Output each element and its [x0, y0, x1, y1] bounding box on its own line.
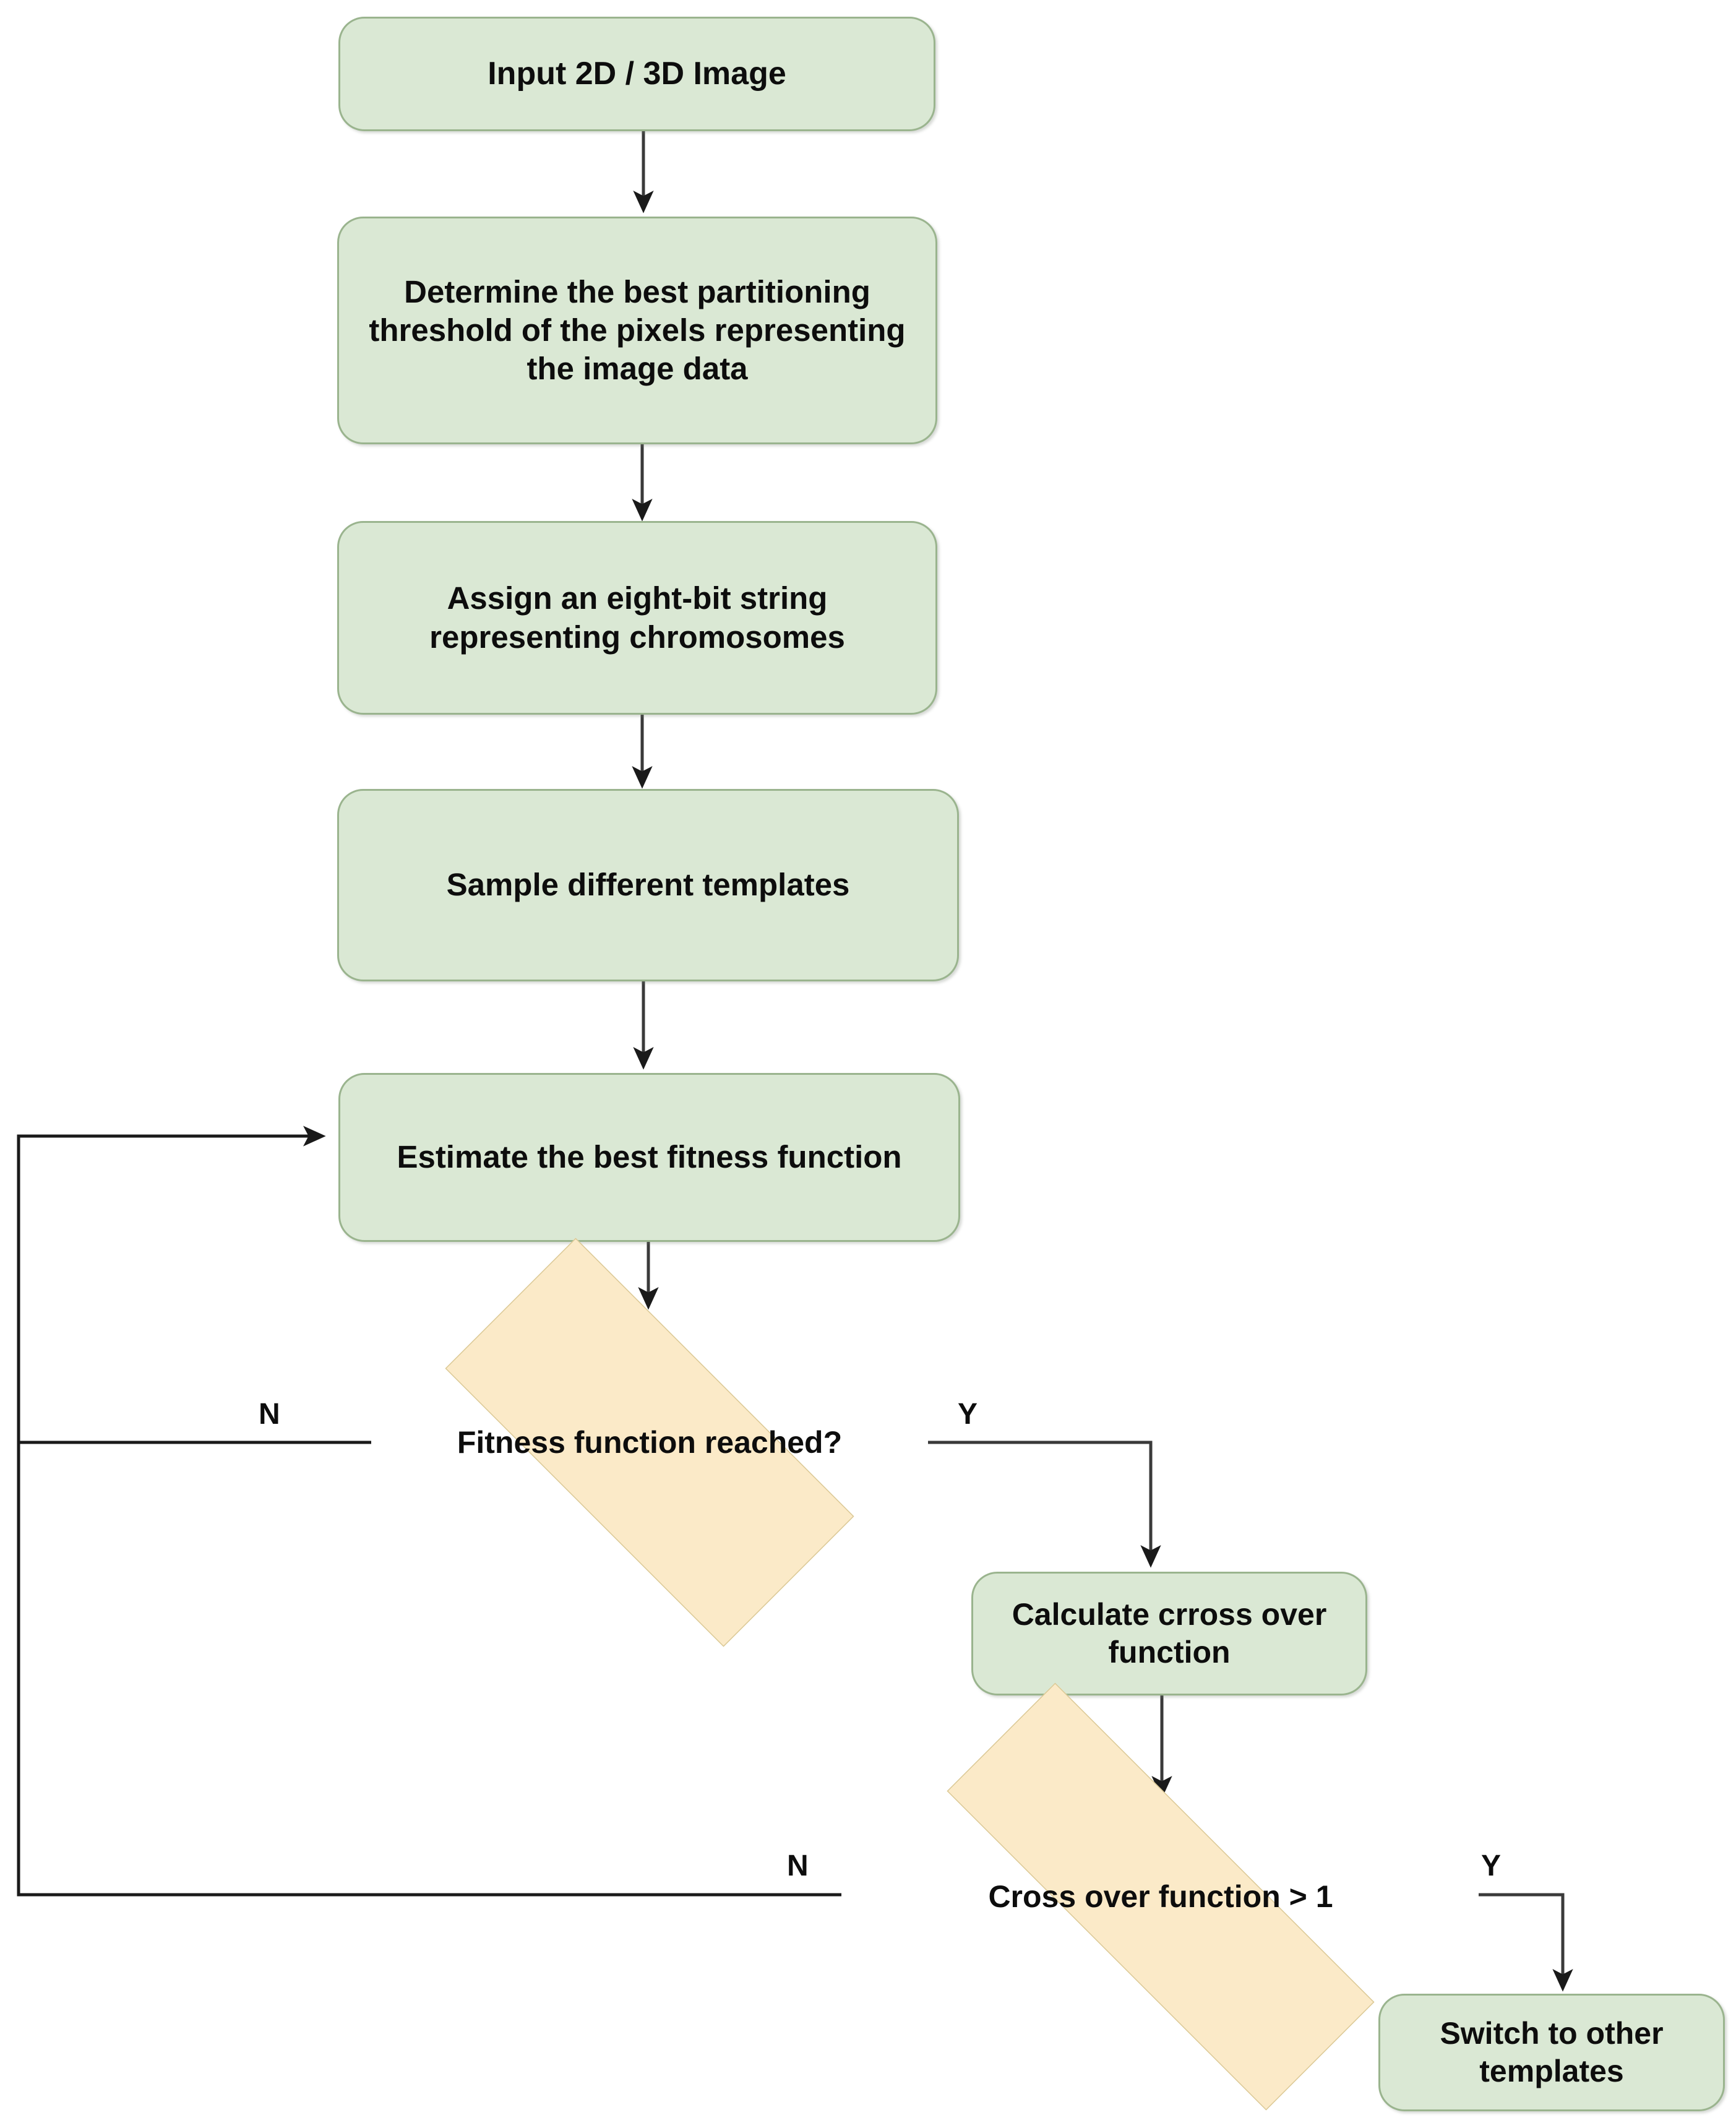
- node-estimate-fitness[interactable]: Estimate the best fitness function: [338, 1073, 960, 1242]
- node-calculate-crossover[interactable]: Calculate crross over function: [971, 1572, 1367, 1695]
- node-assign-chromosomes[interactable]: Assign an eight-bit string representing …: [337, 521, 937, 715]
- node-calculate-crossover-label: Calculate crross over function: [1012, 1597, 1327, 1669]
- node-switch-templates-label: Switch to other templates: [1440, 2016, 1664, 2088]
- node-decision-crossover-gt1-label: Cross over function > 1: [988, 1879, 1333, 1914]
- node-decision-fitness-reached-label: Fitness function reached?: [457, 1424, 843, 1460]
- node-estimate-fitness-label: Estimate the best fitness function: [397, 1139, 902, 1175]
- edge-decision1-no-loop: [17, 1126, 371, 1444]
- node-sample-templates[interactable]: Sample different templates: [337, 789, 959, 981]
- edge-label-fitness-yes: Y: [958, 1398, 978, 1431]
- edge-decision2-yes: [1479, 1893, 1573, 1992]
- edge-decision1-yes: [928, 1441, 1161, 1568]
- node-determine-threshold-label: Determine the best partitioning threshol…: [369, 274, 906, 387]
- node-sample-templates-label: Sample different templates: [446, 867, 850, 903]
- node-decision-crossover-gt1[interactable]: Cross over function > 1: [841, 1682, 1480, 2111]
- edge-label-fitness-no: N: [259, 1398, 280, 1431]
- node-switch-templates[interactable]: Switch to other templates: [1378, 1994, 1725, 2111]
- node-input-image-label: Input 2D / 3D Image: [488, 55, 786, 92]
- edge-label-crossover-yes: Y: [1481, 1850, 1502, 1882]
- edge-label-crossover-no: N: [787, 1850, 809, 1882]
- node-assign-chromosomes-label: Assign an eight-bit string representing …: [429, 580, 845, 655]
- node-input-image[interactable]: Input 2D / 3D Image: [338, 17, 935, 131]
- node-decision-fitness-reached[interactable]: Fitness function reached?: [371, 1238, 928, 1647]
- node-determine-threshold[interactable]: Determine the best partitioning threshol…: [337, 217, 937, 444]
